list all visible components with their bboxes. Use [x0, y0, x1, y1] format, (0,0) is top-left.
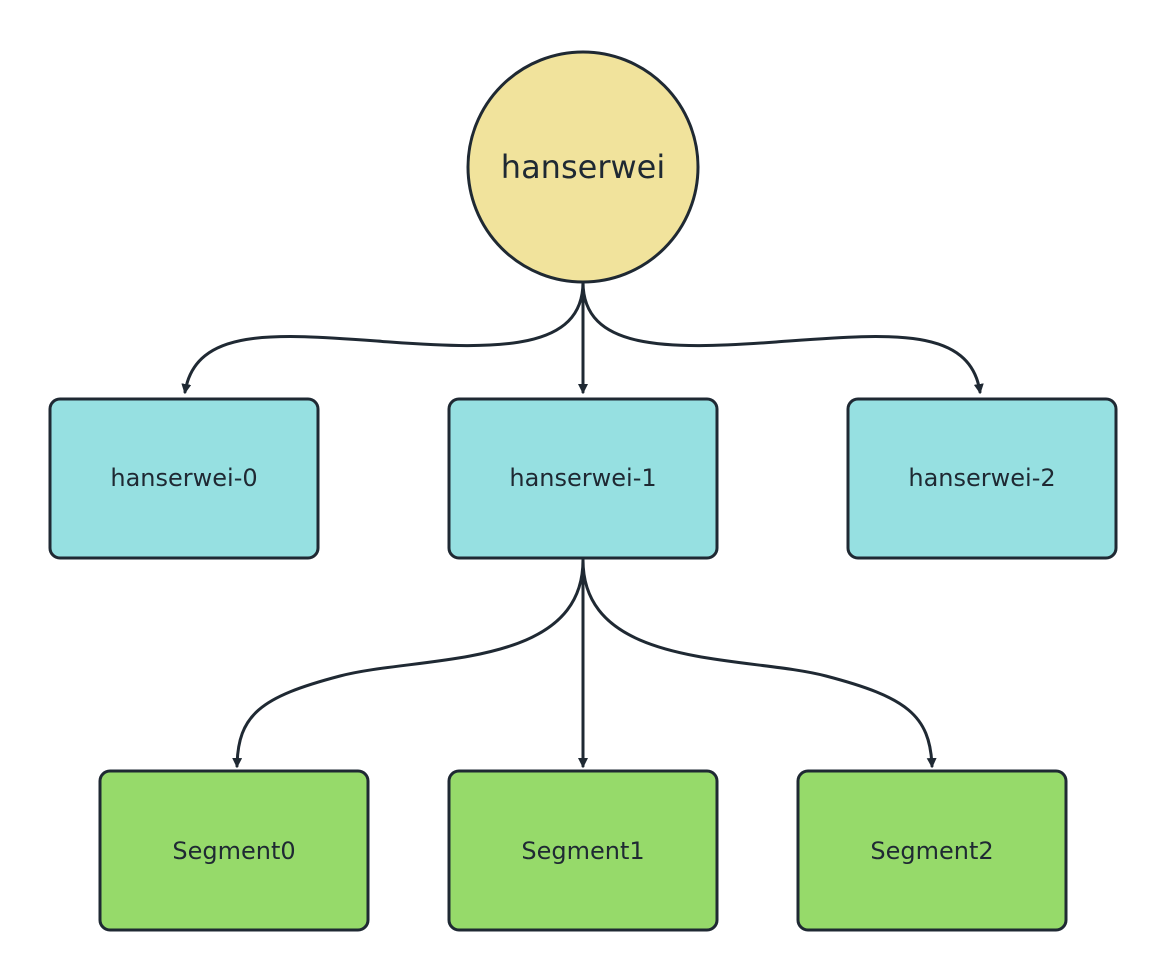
node-hanserwei-2[interactable]: hanserwei-2 [846, 397, 1118, 560]
root-node-circle [466, 50, 700, 284]
edge-root-to-hanserwei-0 [181, 280, 585, 394]
segment1-label: Segment1 [521, 837, 644, 865]
node-segment1[interactable]: Segment1 [447, 769, 719, 932]
hanserwei-1-box [447, 397, 719, 560]
segment0-label: Segment0 [172, 837, 295, 865]
hanserwei-1-label: hanserwei-1 [509, 464, 656, 492]
segment2-box [796, 769, 1068, 932]
node-segment2[interactable]: Segment2 [796, 769, 1068, 932]
segment1-box [447, 769, 719, 932]
segment2-label: Segment2 [870, 837, 993, 865]
node-hanserwei-0[interactable]: hanserwei-0 [48, 397, 320, 560]
hanserwei-0-label: hanserwei-0 [110, 464, 257, 492]
node-segment0[interactable]: Segment0 [98, 769, 370, 932]
node-hanserwei-1[interactable]: hanserwei-1 [447, 397, 719, 560]
node-root[interactable]: hanserwei [466, 50, 700, 284]
segment0-box [98, 769, 370, 932]
hanserwei-0-box [48, 397, 320, 560]
hanserwei-2-box [846, 397, 1118, 560]
root-node-label: hanserwei [501, 148, 665, 186]
hanserwei-2-label: hanserwei-2 [908, 464, 1055, 492]
edge-hanserwei-1-to-segment0 [232, 558, 585, 768]
edge-hanserwei-1-to-segment2 [581, 558, 937, 768]
edge-root-to-hanserwei-2 [581, 280, 984, 394]
